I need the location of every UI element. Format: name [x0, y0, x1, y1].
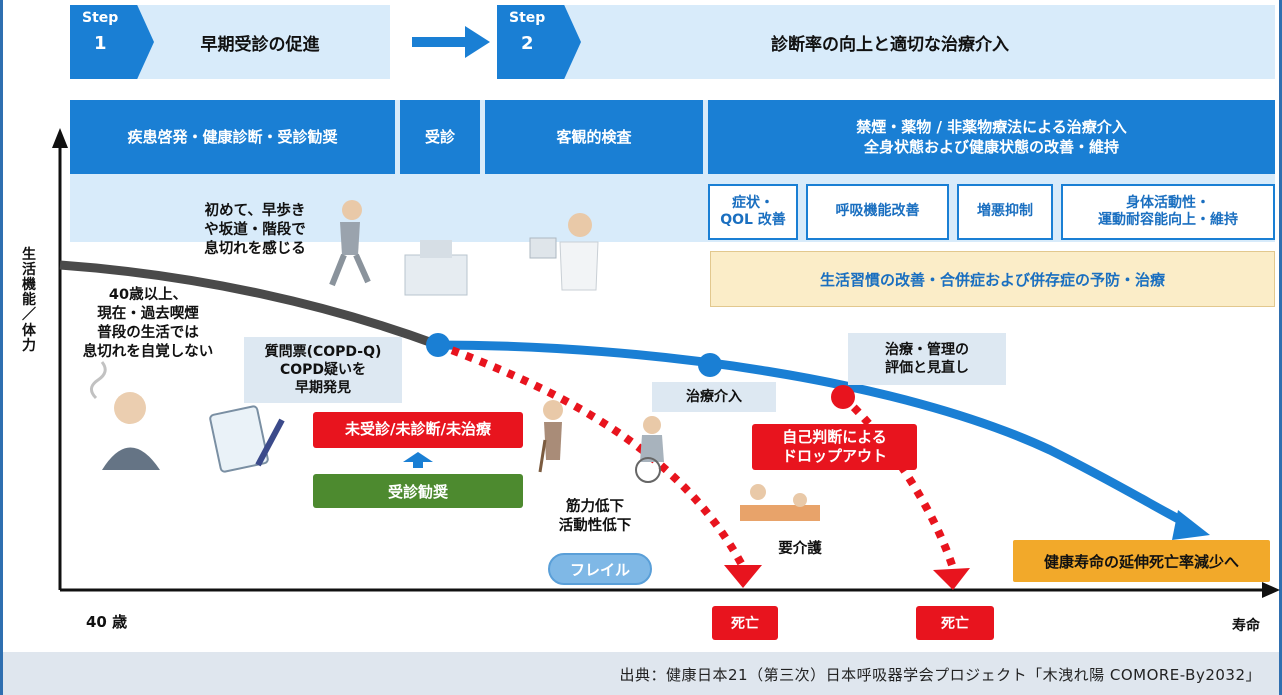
review-box: 治療・管理の 評価と見直し: [848, 333, 1006, 385]
recommend-box: 受診勧奨: [313, 474, 523, 508]
note-first-breath: 初めて、早歩き や坂道・階段で 息切れを感じる: [185, 202, 325, 259]
smoker-figure: [90, 361, 160, 470]
lifestyle-box: 生活習慣の改善・合併症および併存症の予防・治療: [710, 251, 1275, 307]
outcome-exacerbation: 増悪抑制: [957, 184, 1053, 240]
outcome-exacerbation-text: 増悪抑制: [977, 203, 1033, 220]
goal-text: 健康寿命の延伸死亡率減少へ: [1043, 552, 1239, 571]
questionnaire-figure: [209, 405, 285, 473]
dropout-arrow-head: [933, 568, 970, 590]
death-text-2: 死亡: [941, 616, 969, 632]
outcome-lung: 呼吸機能改善: [806, 184, 949, 240]
step2-badge: Step 2: [497, 5, 581, 79]
outcome-qol: 症状・ QOL 改善: [708, 184, 798, 240]
treatment-text: 治療介入: [686, 388, 742, 405]
outcome-lung-text: 呼吸機能改善: [835, 203, 920, 220]
decline-curve: [59, 260, 440, 350]
node-diagnosis: [426, 333, 450, 357]
outcome-activity: 身体活動性・ 運動耐容能向上・維持: [1061, 184, 1275, 240]
step-arrow: [412, 26, 490, 58]
step2-title: 診断率の向上と適切な治療介入: [771, 35, 1009, 55]
header-visit: 受診: [400, 100, 480, 174]
node-treatment: [698, 353, 722, 377]
age-start-label: 40 歳: [86, 613, 128, 631]
note-muscle-text: 筋力低下 活動性低下: [558, 499, 632, 534]
untreated-box: 未受診/未診断/未治療: [313, 412, 523, 448]
source-text: 出典：健康日本21（第三次）日本呼吸器学会プロジェクト「木洩れ陽 COMORE-…: [619, 666, 1261, 684]
header-treatment-text: 禁煙・薬物 / 非薬物療法による治療介入 全身状態および健康状態の改善・維持: [856, 117, 1127, 156]
note-first-breath-text: 初めて、早歩き や坂道・階段で 息切れを感じる: [204, 203, 306, 257]
review-text: 治療・管理の 評価と見直し: [885, 341, 969, 376]
doctor-figure: [529, 213, 599, 291]
recommend-arrow: [403, 452, 433, 468]
treatment-curve: [437, 340, 1193, 530]
header-treatment: 禁煙・薬物 / 非薬物療法による治療介入 全身状態および健康状態の改善・維持: [708, 100, 1275, 174]
step1-title: 早期受診の促進: [200, 35, 320, 55]
step1-word: Step: [82, 10, 119, 26]
questionnaire-text: 質問票(COPD-Q) COPD疑いを 早期発見: [264, 343, 382, 397]
age-end-label: 寿命: [1232, 618, 1260, 634]
dropout-box: 自己判断による ドロップアウト: [752, 424, 917, 470]
outcome-qol-text: 症状・ QOL 改善: [720, 194, 786, 229]
dropout-path: [840, 394, 956, 567]
death-text-1: 死亡: [731, 616, 759, 632]
goal-box: 健康寿命の延伸死亡率減少へ: [1013, 540, 1270, 582]
treatment-arrow-head: [1172, 510, 1210, 540]
death-badge-1: 死亡: [712, 606, 778, 640]
note-smoker-text: 40歳以上、 現在・過去喫煙 普段の生活では 息切れを自覚しない: [82, 287, 214, 360]
step2-number: 2: [521, 33, 534, 54]
untreated-arrow-head: [724, 565, 762, 588]
node-dropout: [831, 385, 855, 409]
elderly-figure: [538, 400, 563, 473]
walker-figure: [329, 200, 371, 287]
frail-badge: フレイル: [548, 553, 652, 585]
treatment-box: 治療介入: [652, 382, 776, 412]
note-care: 要介護: [765, 540, 835, 559]
dropout-text: 自己判断による ドロップアウト: [781, 427, 887, 466]
outcome-activity-text: 身体活動性・ 運動耐容能向上・維持: [1098, 194, 1238, 229]
step1-badge: Step 1: [70, 5, 154, 79]
frail-text: フレイル: [569, 560, 630, 579]
step2-band: [497, 5, 1275, 79]
untreated-text: 未受診/未診断/未治療: [345, 420, 491, 439]
x-axis-arrow: [1262, 582, 1280, 598]
recommend-text: 受診勧奨: [387, 482, 448, 501]
questionnaire-box: 質問票(COPD-Q) COPD疑いを 早期発見: [244, 337, 402, 403]
hospital-figure: [404, 240, 468, 296]
note-smoker: 40歳以上、 現在・過去喫煙 普段の生活では 息切れを自覚しない: [62, 286, 234, 361]
step2-word: Step: [509, 10, 546, 26]
footer-bar: 出典：健康日本21（第三次）日本呼吸器学会プロジェクト「木洩れ陽 COMORE-…: [3, 652, 1279, 695]
y-axis-arrow: [52, 128, 68, 148]
untreated-path: [436, 341, 746, 567]
death-badge-2: 死亡: [916, 606, 994, 640]
step1-number: 1: [94, 33, 107, 54]
y-axis-label-text: 生 活 機 能 ／ 体 力: [22, 247, 36, 354]
y-axis-label: 生 活 機 能 ／ 体 力: [18, 247, 40, 354]
header-awareness: 疾患啓発・健康診断・受診勧奨: [70, 100, 395, 174]
note-care-text: 要介護: [778, 541, 822, 557]
note-muscle: 筋力低下 活動性低下: [540, 498, 650, 536]
care-figure: [740, 484, 820, 521]
wheelchair-figure: [635, 416, 664, 483]
header-exam: 客観的検査: [485, 100, 703, 174]
lifestyle-text: 生活習慣の改善・合併症および併存症の予防・治療: [819, 270, 1165, 289]
